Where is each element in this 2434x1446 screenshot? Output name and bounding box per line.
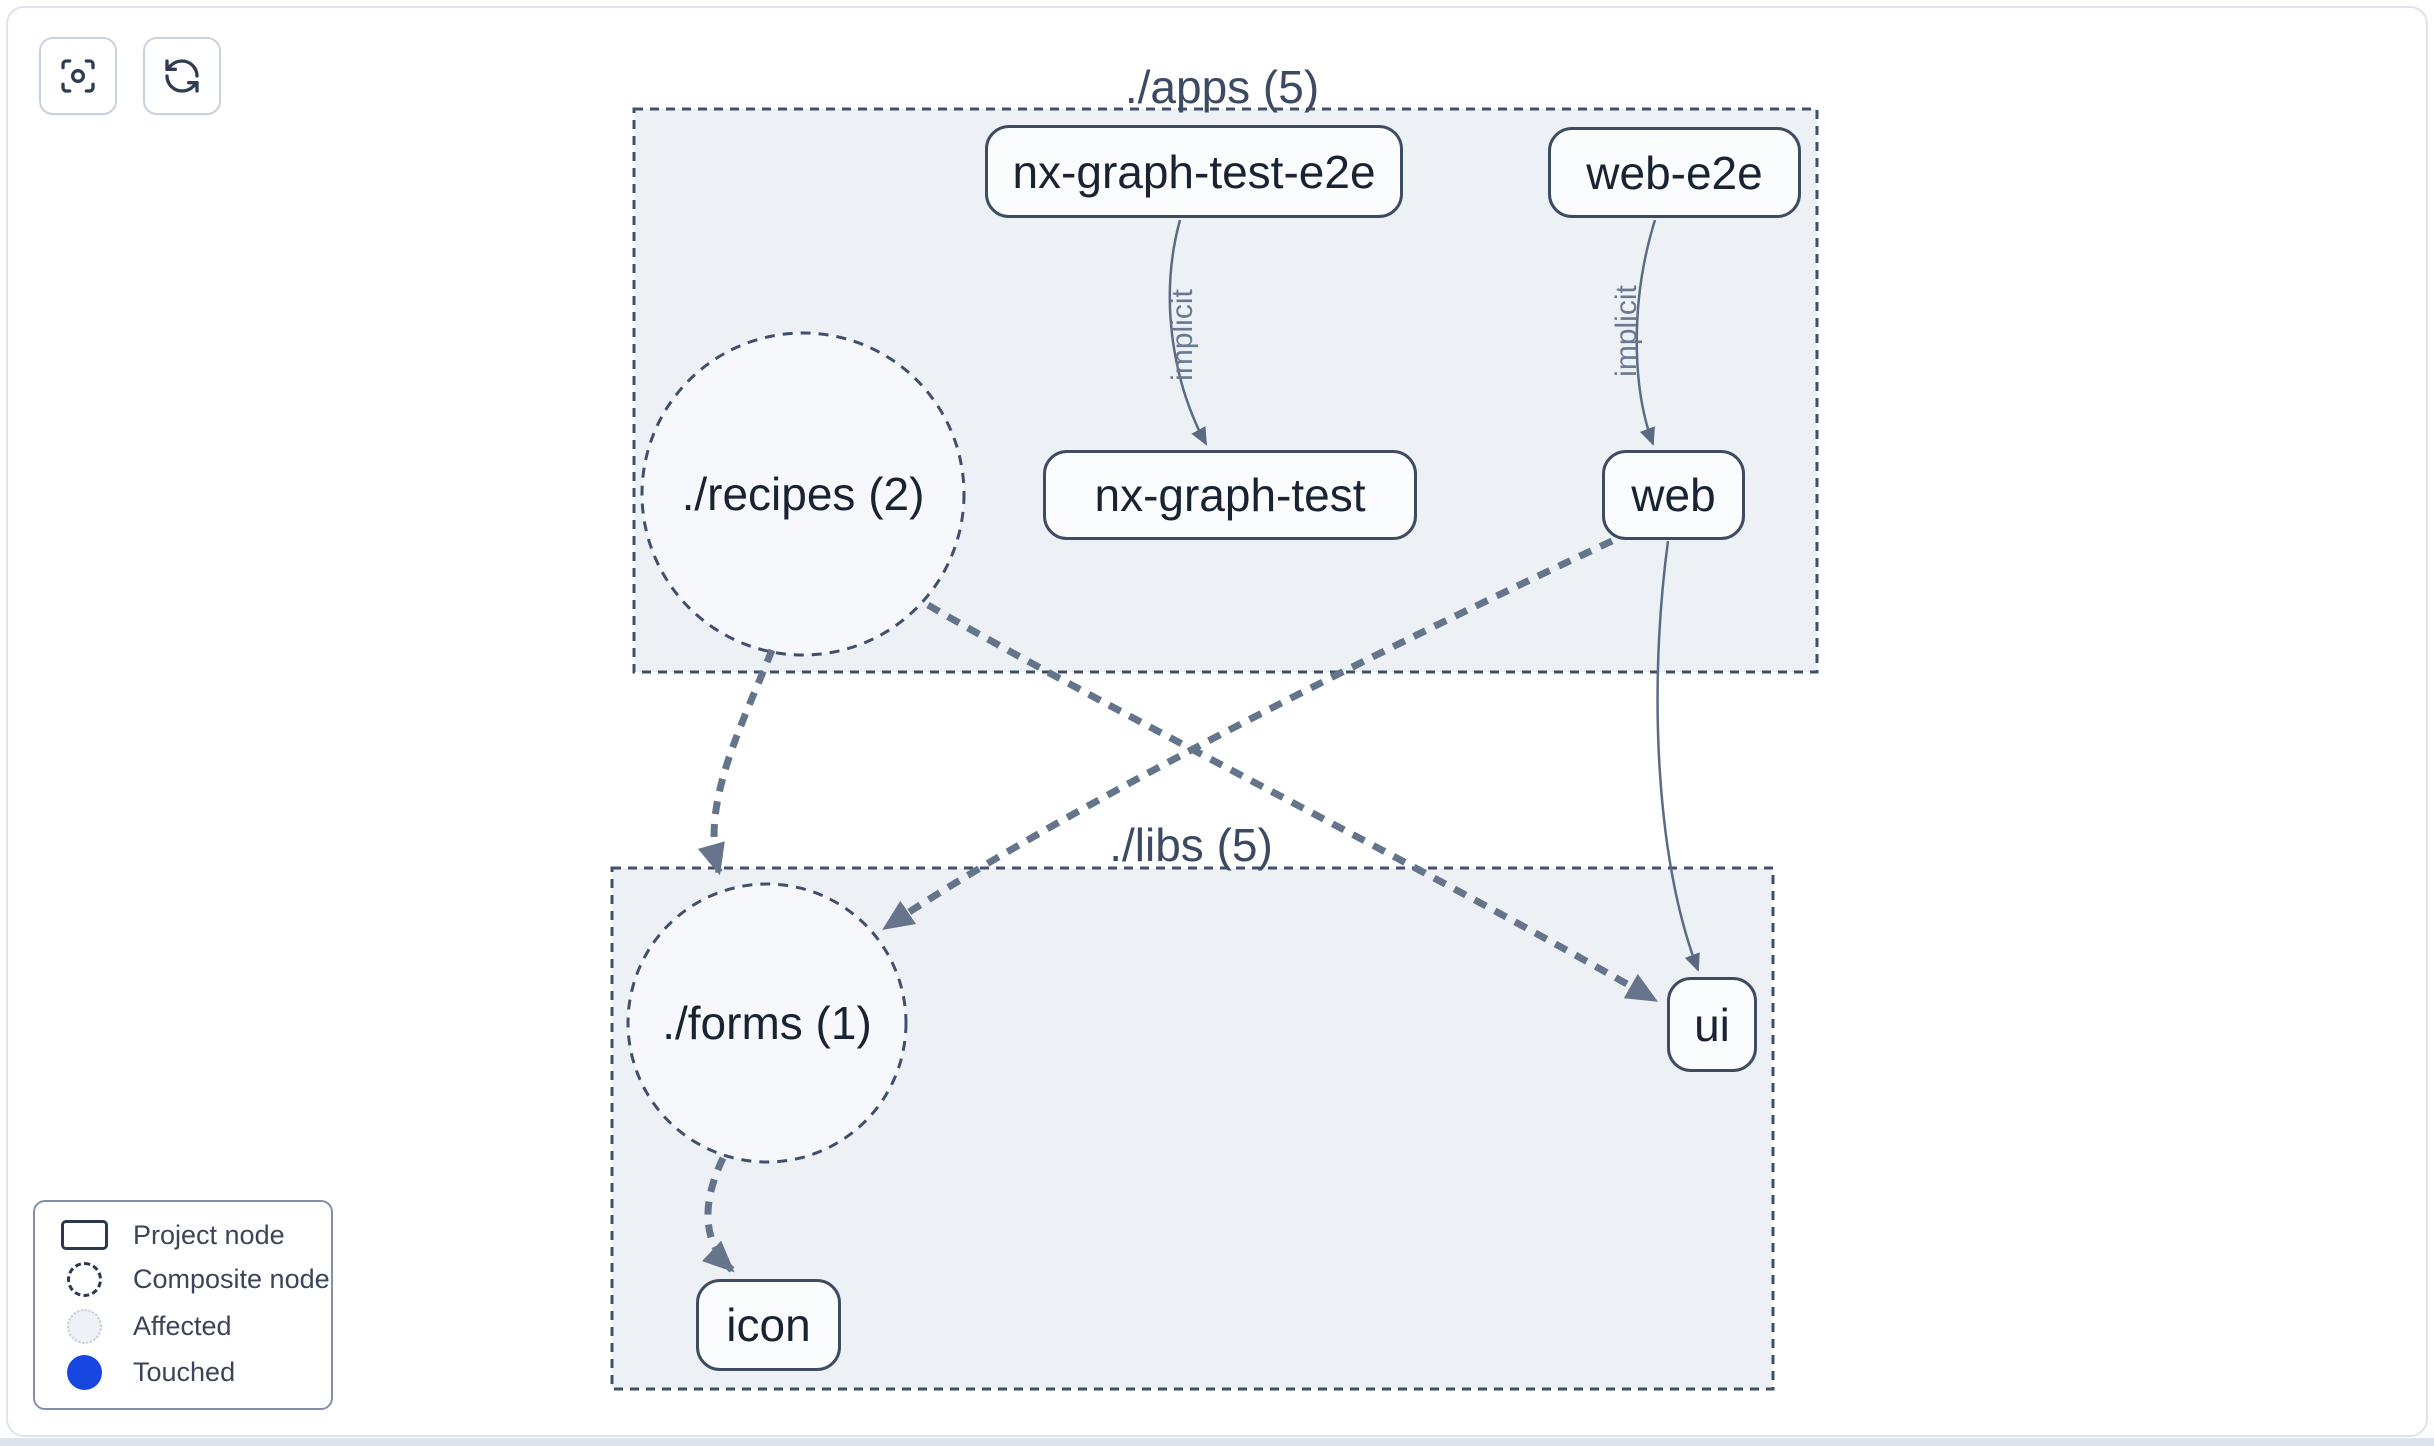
legend-item-affected: Affected (35, 1308, 331, 1344)
project-node-nx-graph-test-e2e[interactable]: nx-graph-test-e2e (985, 125, 1403, 218)
bottom-strip (0, 1438, 2434, 1446)
legend-label: Composite node (133, 1264, 330, 1295)
project-node-nx-graph-test[interactable]: nx-graph-test (1043, 450, 1417, 540)
composite-node-recipes-label[interactable]: ./recipes (2) (681, 468, 925, 520)
composite-node-swatch (66, 1262, 102, 1298)
legend-item-touched: Touched (35, 1355, 331, 1391)
project-node-swatch (60, 1220, 108, 1251)
legend-item-project-node: Project node (35, 1220, 331, 1251)
legend-item-composite-node: Composite node (35, 1262, 331, 1298)
composite-node-forms-label[interactable]: ./forms (1) (662, 997, 872, 1049)
refresh-icon (162, 56, 202, 96)
group-label-libs: ./libs (5) (1109, 819, 1273, 871)
edge-recipes-to-forms (697, 648, 776, 876)
project-node-web[interactable]: web (1602, 450, 1745, 540)
group-label-apps: ./apps (5) (1124, 61, 1320, 113)
refresh-button[interactable] (143, 37, 221, 115)
legend: Project node Composite node Affected Tou… (33, 1200, 333, 1410)
touched-swatch (66, 1355, 102, 1391)
project-node-ui[interactable]: ui (1667, 977, 1757, 1072)
legend-label: Touched (133, 1357, 236, 1388)
affected-swatch (66, 1308, 102, 1344)
focus-icon (58, 56, 98, 96)
graph-toolbar (39, 37, 221, 115)
project-node-icon[interactable]: icon (696, 1279, 841, 1371)
legend-label: Project node (133, 1219, 285, 1250)
project-node-web-e2e[interactable]: web-e2e (1548, 127, 1801, 218)
legend-label: Affected (133, 1310, 232, 1341)
focus-button[interactable] (39, 37, 117, 115)
